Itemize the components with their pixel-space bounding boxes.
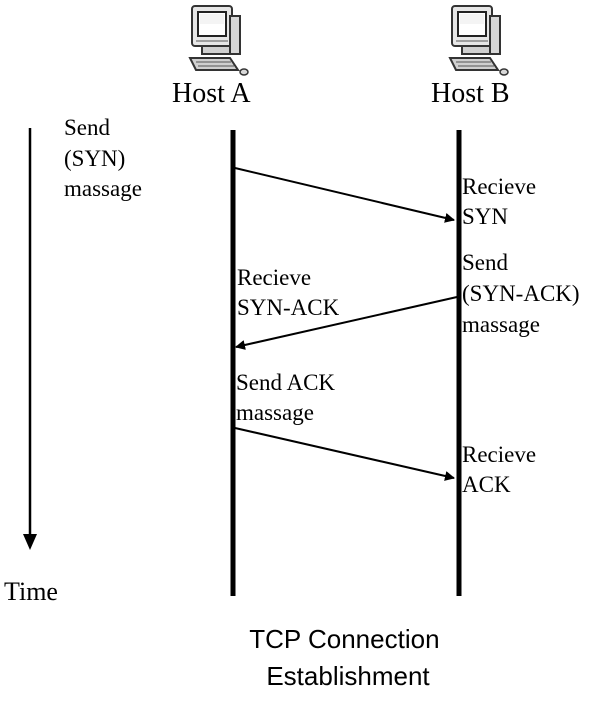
host-a-label: Host A bbox=[172, 78, 251, 109]
time-axis-arrowhead bbox=[23, 534, 37, 550]
time-label: Time bbox=[4, 577, 58, 606]
diagram-caption: TCP Connection Establishment bbox=[249, 624, 447, 691]
host-b-label: Host B bbox=[431, 78, 510, 109]
ack-message-arrow bbox=[234, 427, 455, 481]
send-syn-note: Send (SYN) massage bbox=[64, 115, 142, 201]
send-syn-ack-note: Send (SYN-ACK) massage bbox=[462, 250, 585, 337]
syn-ack-message-arrow bbox=[235, 296, 458, 350]
syn-message-arrow bbox=[234, 167, 455, 223]
receive-syn-ack-note: Recieve SYN-ACK bbox=[237, 265, 340, 320]
desktop-computer-icon bbox=[189, 5, 249, 76]
receive-ack-note: Recieve ACK bbox=[462, 442, 542, 497]
host-a: Host A bbox=[172, 5, 251, 109]
receive-syn-note: Recieve SYN bbox=[462, 174, 542, 229]
send-ack-note: Send ACK massage bbox=[236, 370, 341, 425]
host-b: Host B bbox=[431, 5, 510, 109]
desktop-computer-icon bbox=[449, 5, 509, 76]
